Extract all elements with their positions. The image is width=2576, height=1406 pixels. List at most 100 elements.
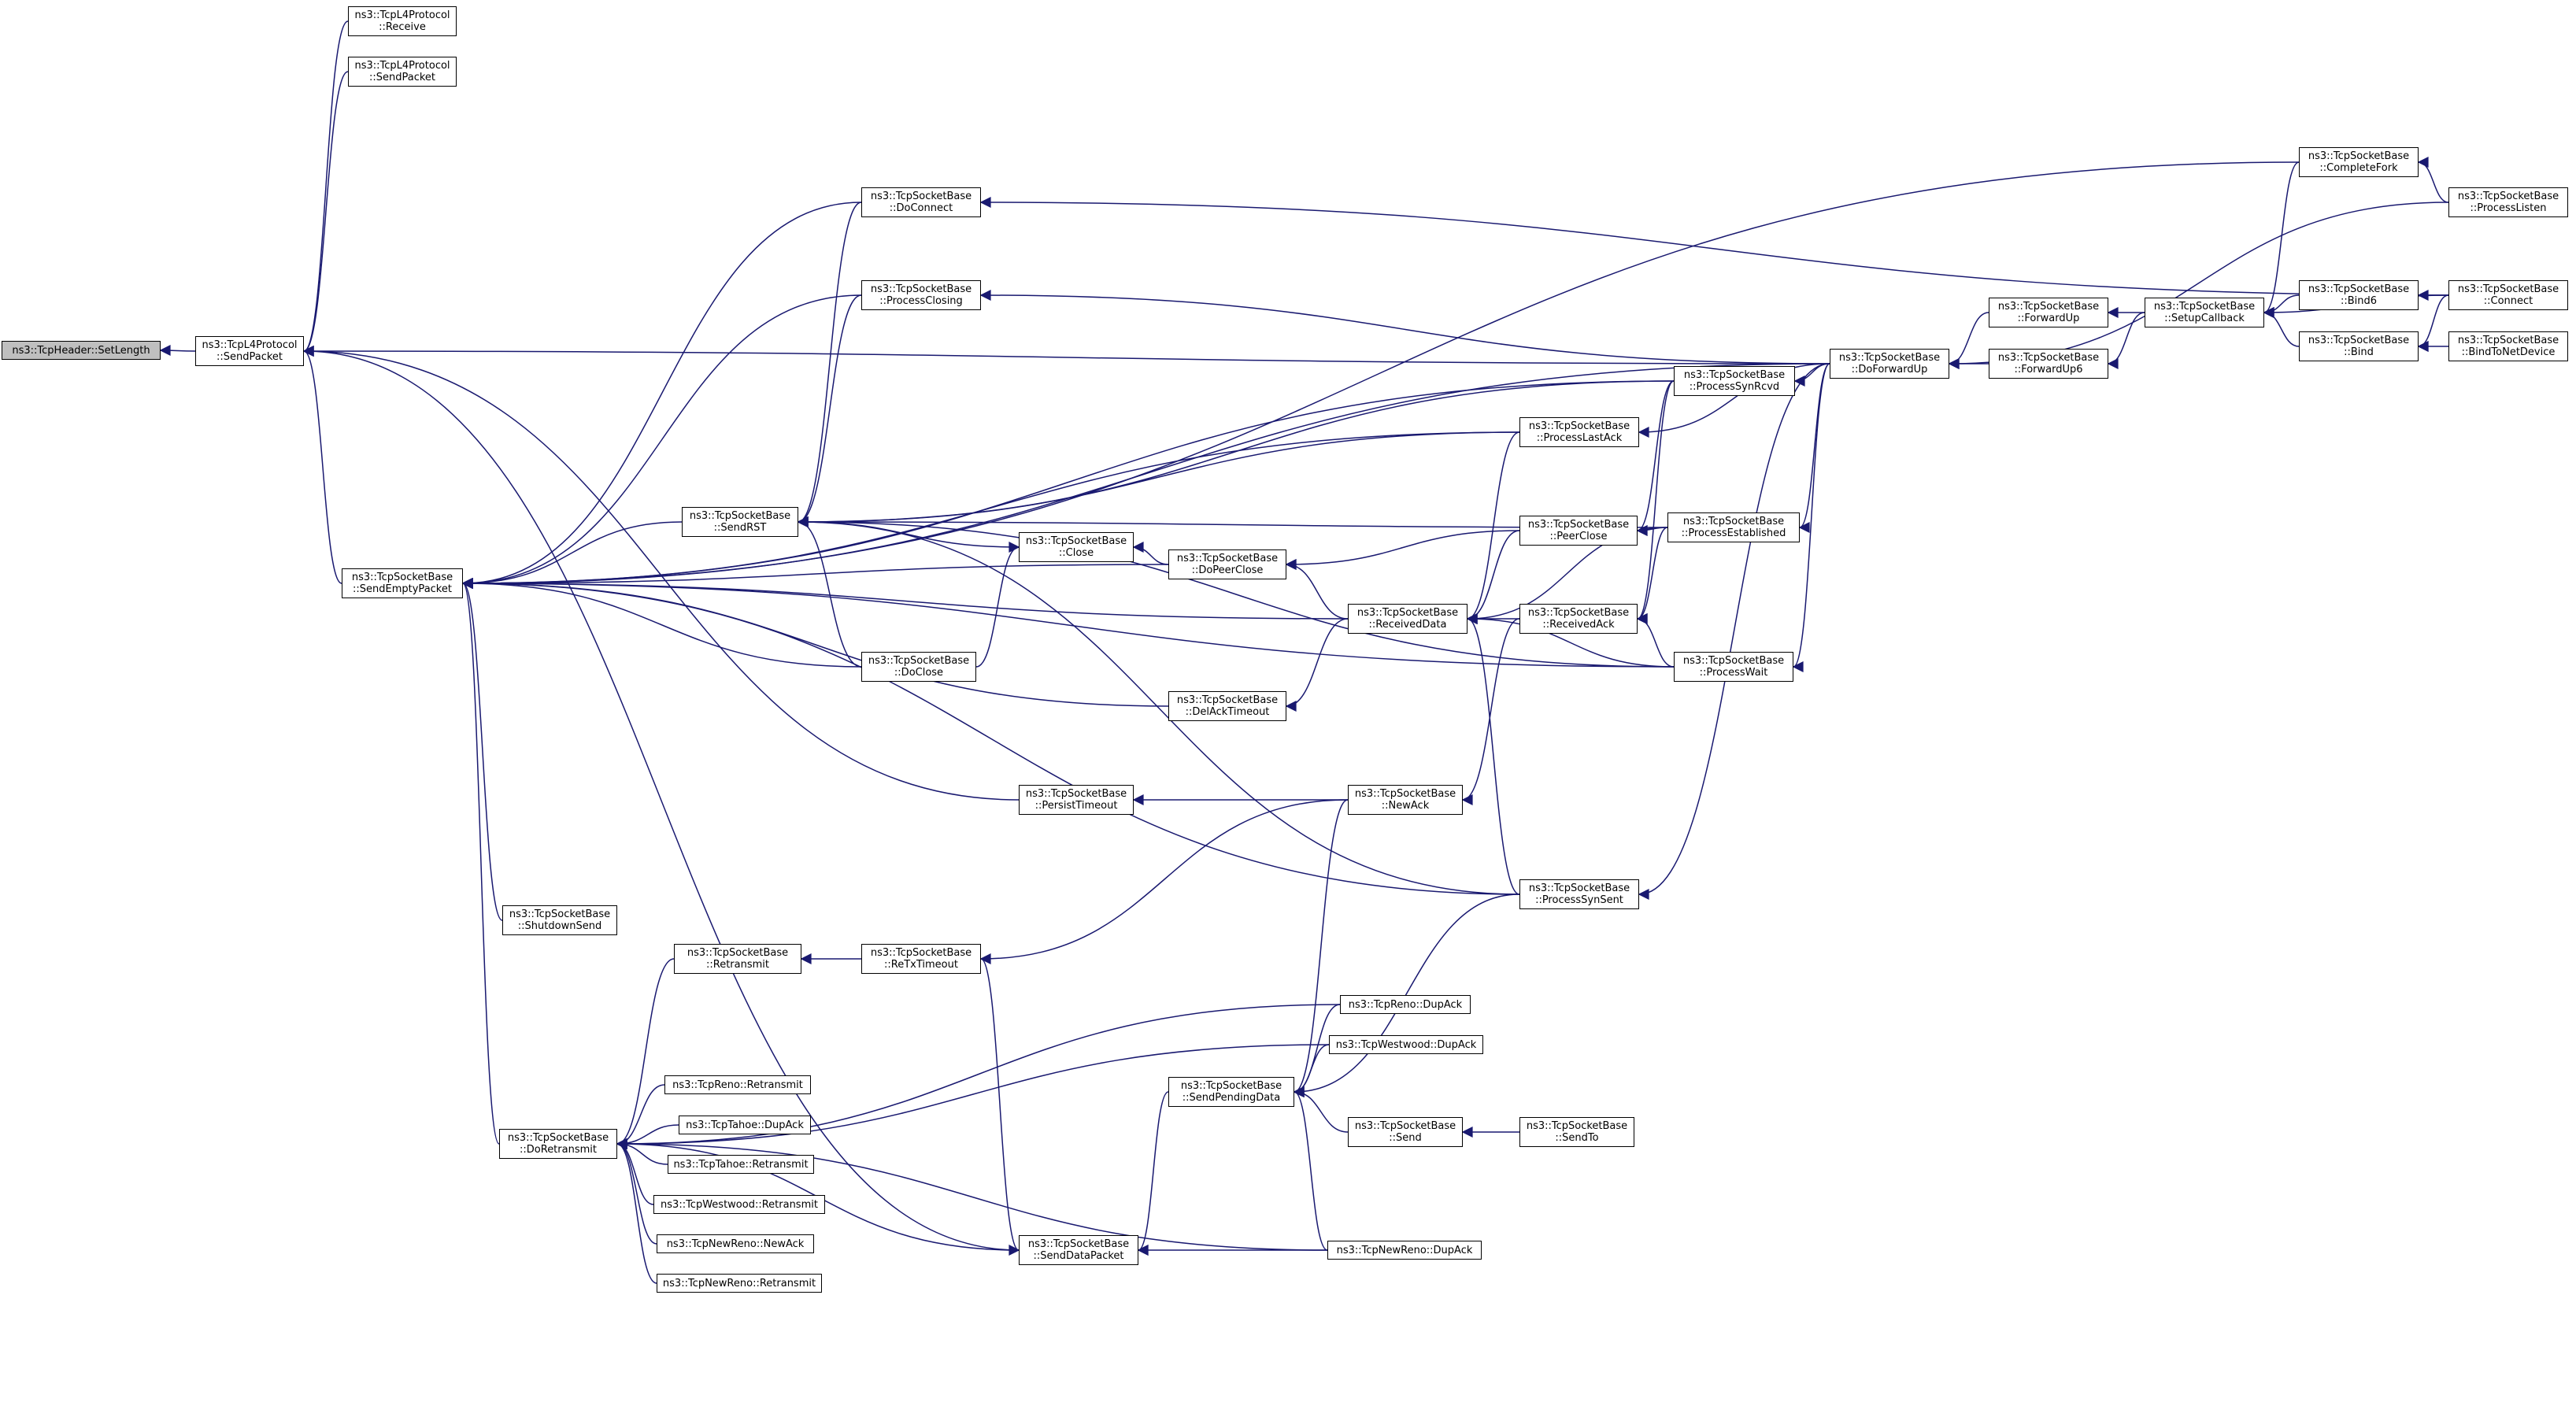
node-setlength: ns3::TcpHeader::SetLength bbox=[2, 341, 161, 360]
edge-bind6-to-setupcallback bbox=[2263, 294, 2300, 318]
edge-reno-retransmit-to-doretransmit bbox=[616, 1084, 665, 1149]
node-receivedack[interactable]: ns3::TcpSocketBase::ReceivedAck bbox=[1519, 604, 1638, 634]
node-l4-sendpacket[interactable]: ns3::TcpL4Protocol::SendPacket bbox=[195, 336, 304, 366]
node-label-line: ns3::TcpSocketBase bbox=[1997, 352, 2100, 364]
node-label-line: ::SendEmptyPacket bbox=[353, 583, 452, 595]
node-label-line: ns3::TcpL4Protocol bbox=[354, 9, 450, 21]
node-label-line: ns3::TcpSocketBase bbox=[870, 283, 972, 295]
edge-doclose-to-close bbox=[975, 542, 1020, 668]
node-forwardup[interactable]: ns3::TcpSocketBase::ForwardUp bbox=[1989, 298, 2108, 327]
edge-doconnect-to-sendemptypacket bbox=[461, 202, 862, 589]
node-reno-retransmit[interactable]: ns3::TcpReno::Retransmit bbox=[664, 1075, 811, 1094]
node-completefork[interactable]: ns3::TcpSocketBase::CompleteFork bbox=[2299, 147, 2419, 177]
node-dopeerclose[interactable]: ns3::TcpSocketBase::DoPeerClose bbox=[1168, 549, 1286, 579]
node-label-line: ::ProcessWait bbox=[1699, 667, 1768, 679]
node-processlastack[interactable]: ns3::TcpSocketBase::ProcessLastAck bbox=[1519, 417, 1639, 447]
node-newreno-newack[interactable]: ns3::TcpNewReno::NewAck bbox=[657, 1234, 814, 1253]
node-newack[interactable]: ns3::TcpSocketBase::NewAck bbox=[1348, 785, 1463, 815]
node-tahoe-retransmit[interactable]: ns3::TcpTahoe::Retransmit bbox=[668, 1155, 814, 1174]
node-label-line: ns3::TcpSocketBase bbox=[1682, 655, 1785, 667]
node-label-line: ns3::TcpL4Protocol bbox=[202, 339, 298, 351]
node-label-line: ::Close bbox=[1058, 547, 1094, 559]
node-label-line: ::ReceivedData bbox=[1368, 619, 1447, 631]
node-tahoe-dupack[interactable]: ns3::TcpTahoe::DupAck bbox=[679, 1116, 811, 1134]
node-processlisten[interactable]: ns3::TcpSocketBase::ProcessListen bbox=[2448, 187, 2568, 217]
node-sendpendingdata[interactable]: ns3::TcpSocketBase::SendPendingData bbox=[1168, 1077, 1294, 1107]
node-label-line: ns3::TcpSocketBase bbox=[1356, 607, 1459, 619]
edge-setupcallback-to-forwardup6 bbox=[2107, 312, 2145, 369]
node-retransmit[interactable]: ns3::TcpSocketBase::Retransmit bbox=[674, 944, 801, 974]
edge-l4-receive-to-l4-sendpacket bbox=[302, 20, 349, 357]
node-label-line: ::SetupCallback bbox=[2164, 313, 2245, 324]
edge-sendpendingdata-to-senddatapacket bbox=[1137, 1091, 1169, 1256]
node-receiveddata[interactable]: ns3::TcpSocketBase::ReceivedData bbox=[1348, 604, 1468, 634]
edge-doforwardup-to-processestablished bbox=[1798, 363, 1830, 533]
node-peerclose[interactable]: ns3::TcpSocketBase::PeerClose bbox=[1519, 516, 1638, 546]
node-label-line: ::ProcessSynRcvd bbox=[1689, 381, 1780, 393]
edge-delacktimeout-to-sendemptypacket bbox=[461, 578, 1169, 707]
node-connect[interactable]: ns3::TcpSocketBase::Connect bbox=[2448, 280, 2568, 310]
edge-reno-dupack-to-doretransmit bbox=[616, 1004, 1341, 1149]
node-processwait[interactable]: ns3::TcpSocketBase::ProcessWait bbox=[1674, 652, 1793, 682]
edge-processestablished-to-sendrst bbox=[797, 516, 1668, 528]
node-bind[interactable]: ns3::TcpSocketBase::Bind bbox=[2299, 331, 2419, 361]
node-senddatapacket[interactable]: ns3::TcpSocketBase::SendDataPacket bbox=[1019, 1235, 1138, 1265]
node-label-line: ns3::TcpSocketBase bbox=[1683, 369, 1786, 381]
node-bind6[interactable]: ns3::TcpSocketBase::Bind6 bbox=[2299, 280, 2419, 310]
node-label-line: ::PeerClose bbox=[1549, 531, 1608, 542]
node-label-line: ns3::TcpSocketBase bbox=[1528, 882, 1630, 894]
node-label-line: ns3::TcpSocketBase bbox=[2308, 283, 2410, 295]
edge-send-to-sendpendingdata bbox=[1293, 1086, 1349, 1133]
node-label-line: ns3::TcpSocketBase bbox=[689, 510, 791, 522]
edge-processlastack-to-sendemptypacket bbox=[461, 431, 1520, 589]
node-newreno-retransmit[interactable]: ns3::TcpNewReno::Retransmit bbox=[657, 1274, 822, 1293]
node-label-line: ns3::TcpSocketBase bbox=[1526, 1120, 1628, 1132]
node-label-line: ns3::TcpSocketBase bbox=[1180, 1080, 1282, 1092]
node-newreno-dupack[interactable]: ns3::TcpNewReno::DupAck bbox=[1327, 1241, 1482, 1260]
edge-forwardup-to-doforwardup bbox=[1948, 312, 1989, 369]
node-bindtonetdevice[interactable]: ns3::TcpSocketBase::BindToNetDevice bbox=[2448, 331, 2568, 361]
node-doforwardup[interactable]: ns3::TcpSocketBase::DoForwardUp bbox=[1830, 349, 1949, 379]
edge-doforwardup-to-processwait bbox=[1792, 363, 1830, 672]
edge-sendrst-to-sendemptypacket bbox=[461, 521, 683, 589]
node-sendto[interactable]: ns3::TcpSocketBase::SendTo bbox=[1519, 1117, 1634, 1147]
edge-doforwardup-to-processclosing bbox=[979, 290, 1830, 364]
node-label-line: ns3::TcpSocketBase bbox=[687, 947, 789, 959]
edge-newack-to-retxtimeout bbox=[979, 799, 1349, 964]
node-delacktimeout[interactable]: ns3::TcpSocketBase::DelAckTimeout bbox=[1168, 691, 1286, 721]
edge-newreno-retransmit-to-doretransmit bbox=[616, 1138, 657, 1284]
node-label-line: ::ProcessLastAck bbox=[1536, 432, 1623, 444]
node-label-line: ns3::TcpSocketBase bbox=[1527, 519, 1630, 531]
node-send[interactable]: ns3::TcpSocketBase::Send bbox=[1348, 1117, 1463, 1147]
node-label-line: ns3::TcpSocketBase bbox=[1025, 788, 1127, 800]
node-l4-sendpacket2[interactable]: ns3::TcpL4Protocol::SendPacket bbox=[348, 57, 457, 87]
node-sendemptypacket[interactable]: ns3::TcpSocketBase::SendEmptyPacket bbox=[342, 568, 463, 598]
node-persisttimeout[interactable]: ns3::TcpSocketBase::PersistTimeout bbox=[1019, 785, 1134, 815]
node-label-line: ::SendPacket bbox=[368, 72, 436, 83]
node-doretransmit[interactable]: ns3::TcpSocketBase::DoRetransmit bbox=[499, 1129, 617, 1159]
node-label-line: ns3::TcpSocketBase bbox=[2457, 283, 2559, 295]
node-processestablished[interactable]: ns3::TcpSocketBase::ProcessEstablished bbox=[1667, 512, 1800, 542]
edge-processsynsent-to-sendpendingdata bbox=[1293, 894, 1520, 1097]
node-setupcallback[interactable]: ns3::TcpSocketBase::SetupCallback bbox=[2145, 298, 2264, 327]
node-l4-receive[interactable]: ns3::TcpL4Protocol::Receive bbox=[348, 6, 457, 36]
edge-doforwardup-to-l4-sendpacket bbox=[302, 346, 1830, 364]
node-processsynsent[interactable]: ns3::TcpSocketBase::ProcessSynSent bbox=[1519, 879, 1639, 909]
node-close[interactable]: ns3::TcpSocketBase::Close bbox=[1019, 532, 1134, 562]
node-processsynrcvd[interactable]: ns3::TcpSocketBase::ProcessSynRcvd bbox=[1674, 366, 1795, 396]
node-forwardup6[interactable]: ns3::TcpSocketBase::ForwardUp6 bbox=[1989, 349, 2108, 379]
node-label-line: ns3::TcpSocketBase bbox=[1528, 420, 1630, 432]
node-label-line: ::PersistTimeout bbox=[1034, 800, 1118, 812]
node-shutdownsend[interactable]: ns3::TcpSocketBase::ShutdownSend bbox=[502, 905, 617, 935]
node-label-line: ::SendPacket bbox=[216, 351, 283, 363]
node-retxtimeout[interactable]: ns3::TcpSocketBase::ReTxTimeout bbox=[861, 944, 981, 974]
node-label-line: ::ProcessSynSent bbox=[1535, 894, 1623, 906]
node-doconnect[interactable]: ns3::TcpSocketBase::DoConnect bbox=[861, 187, 981, 217]
node-westwood-retransmit[interactable]: ns3::TcpWestwood::Retransmit bbox=[653, 1195, 825, 1214]
node-doclose[interactable]: ns3::TcpSocketBase::DoClose bbox=[861, 652, 976, 682]
node-sendrst[interactable]: ns3::TcpSocketBase::SendRST bbox=[682, 507, 798, 537]
node-processclosing[interactable]: ns3::TcpSocketBase::ProcessClosing bbox=[861, 280, 981, 310]
node-reno-dupack[interactable]: ns3::TcpReno::DupAck bbox=[1340, 995, 1471, 1014]
node-westwood-dupack[interactable]: ns3::TcpWestwood::DupAck bbox=[1329, 1035, 1483, 1054]
node-label-line: ns3::TcpReno::DupAck bbox=[1348, 998, 1463, 1011]
